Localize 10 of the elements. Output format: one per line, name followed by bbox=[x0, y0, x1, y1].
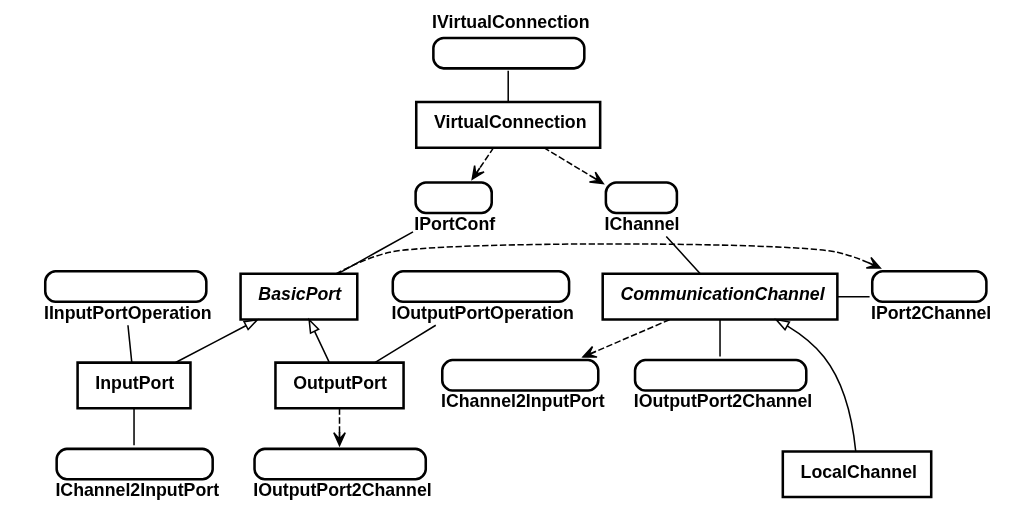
node-label: IInputPortOperation bbox=[43, 302, 212, 323]
node-label: IChannel2InputPort bbox=[440, 391, 605, 412]
node-label: IOutputPortOperation bbox=[391, 302, 574, 323]
node-label: IOutputPort2Channel bbox=[253, 480, 432, 501]
node-label: IPort2Channel bbox=[870, 302, 992, 323]
node-label: IChannel bbox=[604, 213, 680, 234]
node-label: IChannel2InputPort bbox=[55, 480, 220, 501]
node-label: IPortConf bbox=[414, 213, 496, 234]
node-label: IVirtualConnection bbox=[432, 12, 590, 33]
node-label: IOutputPort2Channel bbox=[633, 391, 813, 412]
